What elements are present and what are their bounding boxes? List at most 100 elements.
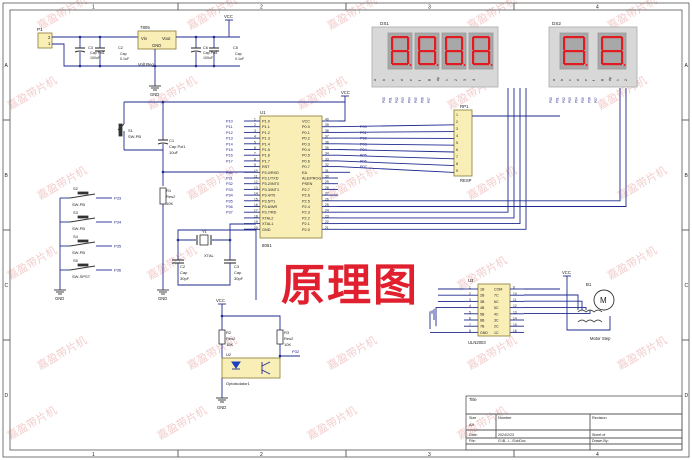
- cap-desc: Cap Pol1: [203, 51, 218, 55]
- watermark-text: 嘉盈带片机: [325, 163, 380, 203]
- display-ds2-net-label: P06: [587, 97, 591, 103]
- mcu-pin-name: P3.5/T1: [262, 199, 275, 203]
- uln-pin-number: 4: [469, 304, 471, 308]
- display-ds1-ref: DS1: [380, 21, 389, 26]
- motor-coil-wire: [524, 310, 591, 315]
- title-block-label: Sheet of: [592, 433, 605, 437]
- crystal-y1: [199, 234, 209, 246]
- switch-s1-ref: S1: [128, 128, 134, 133]
- mcu-pin-number: 25: [325, 203, 329, 207]
- watermark-text: 嘉盈带片机: [145, 243, 200, 283]
- mcu-pin-name: P3.7/RD: [262, 211, 277, 215]
- frame-row-label: B: [5, 173, 9, 179]
- display-ds2-digit-segment: [564, 50, 584, 53]
- uln-pin-name: 6C: [494, 300, 499, 304]
- stepper-motor-desc: Motor Step: [590, 336, 611, 341]
- watermark-text: 嘉盈带片机: [615, 333, 670, 373]
- mcu-net-label: P32: [226, 182, 233, 186]
- watermark-text: 嘉盈带片机: [35, 333, 90, 373]
- display-ds2-pin-label: 1: [616, 79, 620, 81]
- mcu-pin-number: 20: [254, 226, 258, 230]
- switch-ref: S5: [73, 258, 79, 263]
- mcu-pin-number: 29: [325, 180, 329, 184]
- frame-col-label: 1: [92, 5, 95, 11]
- uln-pin-name: 3C: [494, 319, 499, 323]
- title-block-label: Size: [469, 416, 476, 420]
- frame-col-label: 3: [428, 452, 431, 458]
- uln-pin-number: 1: [469, 286, 471, 290]
- display-ds2-net-label: P01: [555, 97, 559, 103]
- motor-coil-wire: [524, 294, 579, 310]
- mcu-pin-name: P1.6: [262, 154, 270, 158]
- frame-col-label: 2: [260, 452, 263, 458]
- watermark-text: 嘉盈带片机: [465, 163, 520, 203]
- mcu-pin-number: 39: [325, 123, 329, 127]
- mcu-pin-name: P1.0: [262, 120, 270, 124]
- display-ds1-digit-segment: [391, 51, 394, 64]
- display-ds2-net-label: P03: [568, 97, 572, 103]
- display-ds1-digit-segment: [392, 50, 408, 53]
- title-block-value: 2024/2/23: [498, 433, 514, 437]
- display-ds1-digit-segment: [461, 37, 464, 50]
- mcu-ref: U1: [260, 110, 266, 115]
- display-ds1-digit-segment: [407, 51, 410, 64]
- watermark-text: 嘉盈带片机: [35, 0, 90, 33]
- optoisolator-ref: U2: [226, 352, 232, 357]
- stepper-motor-symbol: [593, 289, 615, 311]
- rp1-pin-number: 2: [456, 120, 458, 124]
- frame-col-label: 4: [596, 5, 599, 11]
- digit-select-wire: [338, 88, 621, 202]
- frame-row-label: A: [5, 63, 9, 69]
- uln-pin-name: 2B: [480, 294, 485, 298]
- ground-label: GND: [150, 92, 159, 97]
- stepper-motor-letter: M: [600, 296, 607, 305]
- digit-select-wire: [338, 88, 527, 230]
- mcu-8051-body: [259, 115, 323, 239]
- regulator-desc: Volt Reg: [138, 62, 155, 67]
- display-ds1-digit-segment: [419, 36, 435, 39]
- resistor-r2-val: 10K: [226, 342, 233, 347]
- rp1-net-wire: [337, 154, 455, 160]
- mcu-pin-number: 7: [254, 152, 256, 156]
- ground-label: GND: [158, 296, 167, 301]
- mcu-pin-name: VCC: [302, 120, 310, 124]
- uln-pin-name: 7B: [480, 325, 485, 329]
- display-ds1-pin-label: d: [400, 79, 404, 81]
- display-ds1-digit-segment: [419, 50, 435, 53]
- display-ds2-pin-label: f: [592, 80, 596, 81]
- display-ds2-net-label: P02: [562, 97, 566, 103]
- uln-pin-number: 10: [513, 292, 517, 296]
- rp1-net-wire: [337, 160, 455, 167]
- display-ds2-pin-label: d: [576, 79, 580, 81]
- mcu-pin-number: 32: [325, 163, 329, 167]
- display-ds2-digit-segment: [563, 37, 566, 50]
- display-ds1-digit-segment: [391, 37, 394, 50]
- mcu-pin-name: P0.2: [302, 137, 310, 141]
- connector-p1: [37, 32, 53, 49]
- capacitor-c1-plate: [157, 142, 169, 145]
- display-ds1-pin-label: 4: [472, 79, 476, 81]
- ground-label: GND: [55, 296, 64, 301]
- mcu-net-label: P16: [226, 154, 233, 158]
- title-block-label: File:: [469, 439, 476, 443]
- display-ds1-digit-segment: [473, 36, 489, 39]
- cap-val: 0.1uF: [120, 57, 130, 61]
- regulator-name: 7805: [140, 25, 150, 30]
- switch-type: SW-SPST: [72, 274, 91, 279]
- resistor-r2-desc: Res2: [226, 336, 236, 341]
- mcu-pin-number: 11: [254, 175, 258, 179]
- uln-pin-name: COM: [494, 288, 502, 292]
- uln-pin-number: 7: [469, 323, 471, 327]
- mcu-net-label: P00: [360, 125, 367, 129]
- frame-col-label: 1: [92, 452, 95, 458]
- mcu-pin-name: P2.2: [302, 216, 310, 220]
- wire: [338, 102, 346, 122]
- uln-pin-number: 5: [469, 310, 471, 314]
- opto-net-label: P32: [292, 349, 300, 354]
- mcu-net-label: P12: [226, 131, 233, 135]
- uln-input-wire: [435, 307, 464, 327]
- mcu-pin-name: P0.4: [302, 148, 310, 152]
- mcu-net-label: P11: [226, 125, 232, 129]
- display-ds2-digit-segment: [583, 37, 586, 50]
- resistor-r2: [218, 329, 226, 345]
